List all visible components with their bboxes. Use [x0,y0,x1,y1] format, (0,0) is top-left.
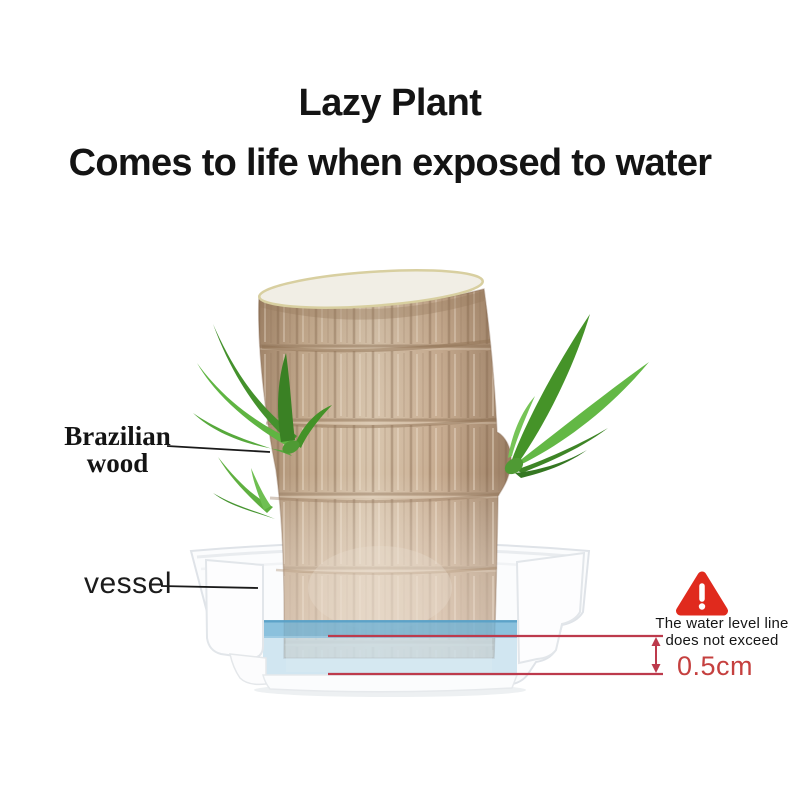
leaf [251,468,271,510]
measure-arrowhead-down [651,664,661,673]
vessel-front-bottom-band [262,674,519,693]
vessel-label: vessel [84,567,173,600]
sprout-right [504,314,649,478]
sprout-left-upper [193,324,332,456]
vessel-leader-line [160,585,259,589]
log-wash [257,288,512,659]
leaf [218,457,273,513]
water-body [263,636,517,676]
wood-label-line1: Brazilian [64,421,171,451]
leaf [193,413,292,456]
page-title: Lazy Plant [298,82,482,124]
water [263,620,517,676]
wood-leader-line [166,445,271,453]
sprout-left-lower [213,457,275,519]
leaf [508,396,535,458]
measure-arrowhead-up [651,637,661,646]
water-level-annotation [328,634,663,676]
leaf [278,353,295,442]
leaf [516,428,608,473]
water-surface-edge [263,620,517,623]
vessel-front-right-panel [515,551,586,665]
water-level-value: 0.5cm [677,651,754,681]
vessel-front-left-panel [204,558,264,660]
brazilian-wood-log [257,269,512,659]
leaf [511,314,590,462]
water-level-warning-text: The water level line does not exceed [645,615,799,649]
vessel-front [204,551,586,693]
water-haze [286,638,492,672]
log-band-1 [261,339,491,353]
warning-text-line1: The water level line [655,615,789,632]
warning-text-line2: does not exceed [665,631,779,649]
log-light-patch [308,546,452,630]
wood-label: Brazilian wood [45,423,190,477]
vessel-front-left-foot [229,653,267,686]
water-surface-stripe [263,621,517,638]
page-subtitle: Comes to life when exposed to water [68,142,712,184]
wood-label-line2: wood [86,448,149,478]
leaf [515,450,587,478]
warning-triangle-icon [676,571,728,616]
log-top-edge [259,291,484,320]
log-band-3 [269,492,500,504]
log-band-4 [275,566,498,575]
log-band-2 [265,417,497,429]
log-cut-top [258,269,484,309]
leaf [295,405,332,448]
warning-exclamation-dot [698,603,706,610]
leaf [514,362,649,465]
sprout-base [282,440,300,454]
sprout-base [504,457,524,475]
